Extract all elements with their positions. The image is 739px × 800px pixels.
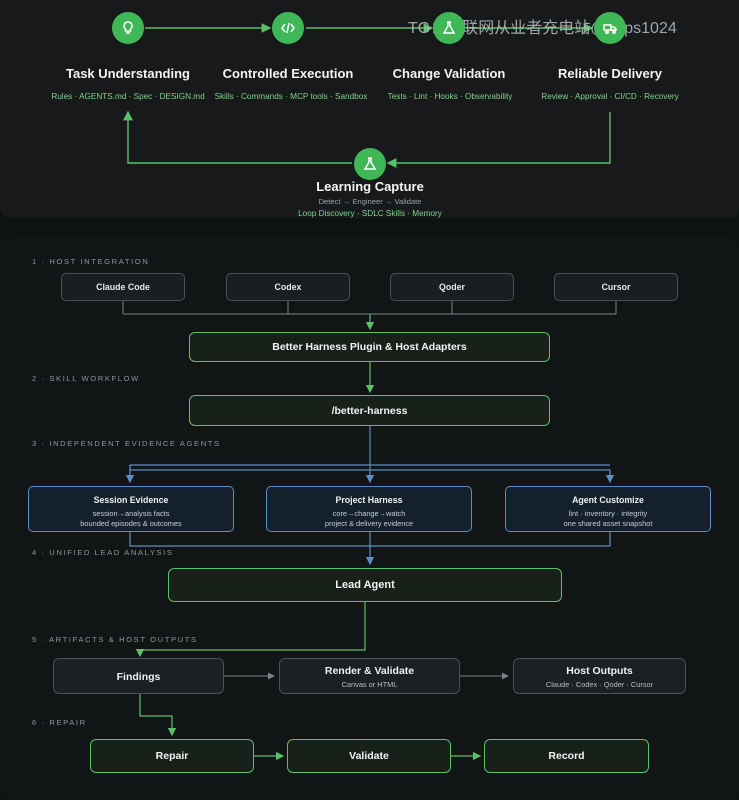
stage-title-reliable-delivery: Reliable Delivery (557, 66, 663, 81)
stage-title-controlled-execution: Controlled Execution (222, 66, 354, 81)
section-evidence-agents: 3 · INDEPENDENT EVIDENCE AGENTS (32, 439, 221, 448)
agent-line: project & delivery evidence (324, 519, 414, 528)
learning-capture-title: Learning Capture (316, 179, 424, 194)
host-outputs-sub: Claude · Codex · Qoder · Cursor (545, 680, 654, 689)
code-icon (272, 12, 304, 44)
host-outputs-box: Host Outputs Claude · Codex · Qoder · Cu… (513, 658, 686, 694)
findings-title: Findings (116, 671, 161, 683)
stage-sub-controlled-execution: Skills · Commands · MCP tools · Sandbox (214, 92, 368, 101)
agent-line: session→analysis facts (92, 509, 170, 518)
render-validate-title: Render & Validate (324, 665, 415, 677)
host-claude-code: Claude Code (61, 273, 185, 301)
agent-title: Session Evidence (93, 495, 169, 505)
validate-box: Validate (287, 739, 451, 773)
learning-capture-sub: Loop Discovery · SDLC Skills · Memory (298, 209, 442, 218)
section-repair: 6 · REPAIR (32, 718, 87, 727)
render-validate-box: Render & Validate Canvas or HTML (279, 658, 460, 694)
flask-icon (354, 148, 386, 180)
lightbulb-icon (112, 12, 144, 44)
section-skill-workflow: 2 · SKILL WORKFLOW (32, 374, 140, 383)
stage-title-change-validation: Change Validation (392, 66, 506, 81)
record-box: Record (484, 739, 649, 773)
truck-icon (594, 12, 626, 44)
agent-project-harness: Project Harness core→change→watch projec… (266, 486, 472, 532)
section-artifacts: 5 · ARTIFACTS & HOST OUTPUTS (32, 635, 198, 644)
agent-line: bounded episodes & outcomes (80, 519, 182, 528)
agent-customize: Agent Customize lint · inventory · integ… (505, 486, 711, 532)
host-cursor: Cursor (554, 273, 678, 301)
findings-box: Findings (53, 658, 224, 694)
stage-sub-reliable-delivery: Review · Approval · CI/CD · Recovery (541, 92, 679, 101)
learning-capture-flow: Detect → Engineer → Validate (318, 197, 422, 206)
section-host-integration: 1 · HOST INTEGRATION (32, 257, 150, 266)
flask-icon (433, 12, 465, 44)
agent-title: Agent Customize (572, 495, 644, 505)
agent-line: lint · inventory · integrity (568, 509, 648, 518)
repair-box: Repair (90, 739, 254, 773)
stage-sub-change-validation: Tests · Lint · Hooks · Observability (387, 92, 513, 101)
agent-title: Project Harness (335, 495, 403, 505)
section-lead-analysis: 4 · UNIFIED LEAD ANALYSIS (32, 548, 174, 557)
agent-session-evidence: Session Evidence session→analysis facts … (28, 486, 234, 532)
plugin-box: Better Harness Plugin & Host Adapters (189, 332, 550, 362)
render-validate-sub: Canvas or HTML (341, 680, 398, 689)
host-codex: Codex (226, 273, 350, 301)
stage-title-task-understanding: Task Understanding (65, 66, 190, 81)
host-qoder: Qoder (390, 273, 514, 301)
stage-sub-task-understanding: Rules · AGENTS.md · Spec · DESIGN.md (51, 92, 205, 101)
lead-agent-box: Lead Agent (168, 568, 562, 602)
agent-line: core→change→watch (332, 509, 406, 518)
host-outputs-title: Host Outputs (566, 665, 633, 677)
command-box: /better-harness (189, 395, 550, 426)
agent-line: one shared asset snapshot (563, 519, 653, 528)
